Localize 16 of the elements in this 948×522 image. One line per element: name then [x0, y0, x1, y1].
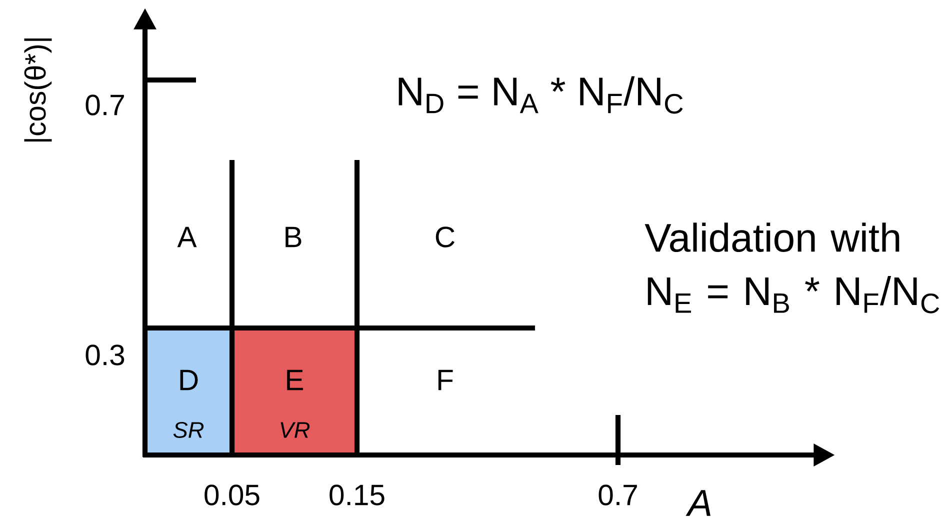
- tick-label: 0.15: [330, 484, 384, 506]
- note: Validation with N$_{E}$ = N$_{B}$ * N$_{F}$/N$_{C}$: [644, 222, 940, 314]
- region-tag: SR: [173, 422, 204, 438]
- tick-label: 0.7: [86, 94, 124, 116]
- axis-title: |cos(θ*)|: [24, 38, 52, 142]
- axis-title: A: [686, 490, 710, 516]
- region-letter: A: [177, 226, 197, 248]
- tick-label: 0.05: [204, 484, 260, 506]
- region-tag: VR: [280, 422, 310, 438]
- formula: N$_{D}$ = N$_{A}$ * N$_{F}$/N$_{C}$: [398, 76, 683, 114]
- region-letter: D: [180, 370, 198, 390]
- region-letter: C: [436, 226, 454, 248]
- region-letter: F: [438, 370, 453, 390]
- region-letter: B: [286, 226, 302, 248]
- tick-label: 0.7: [598, 484, 637, 506]
- region-letter: E: [287, 370, 304, 390]
